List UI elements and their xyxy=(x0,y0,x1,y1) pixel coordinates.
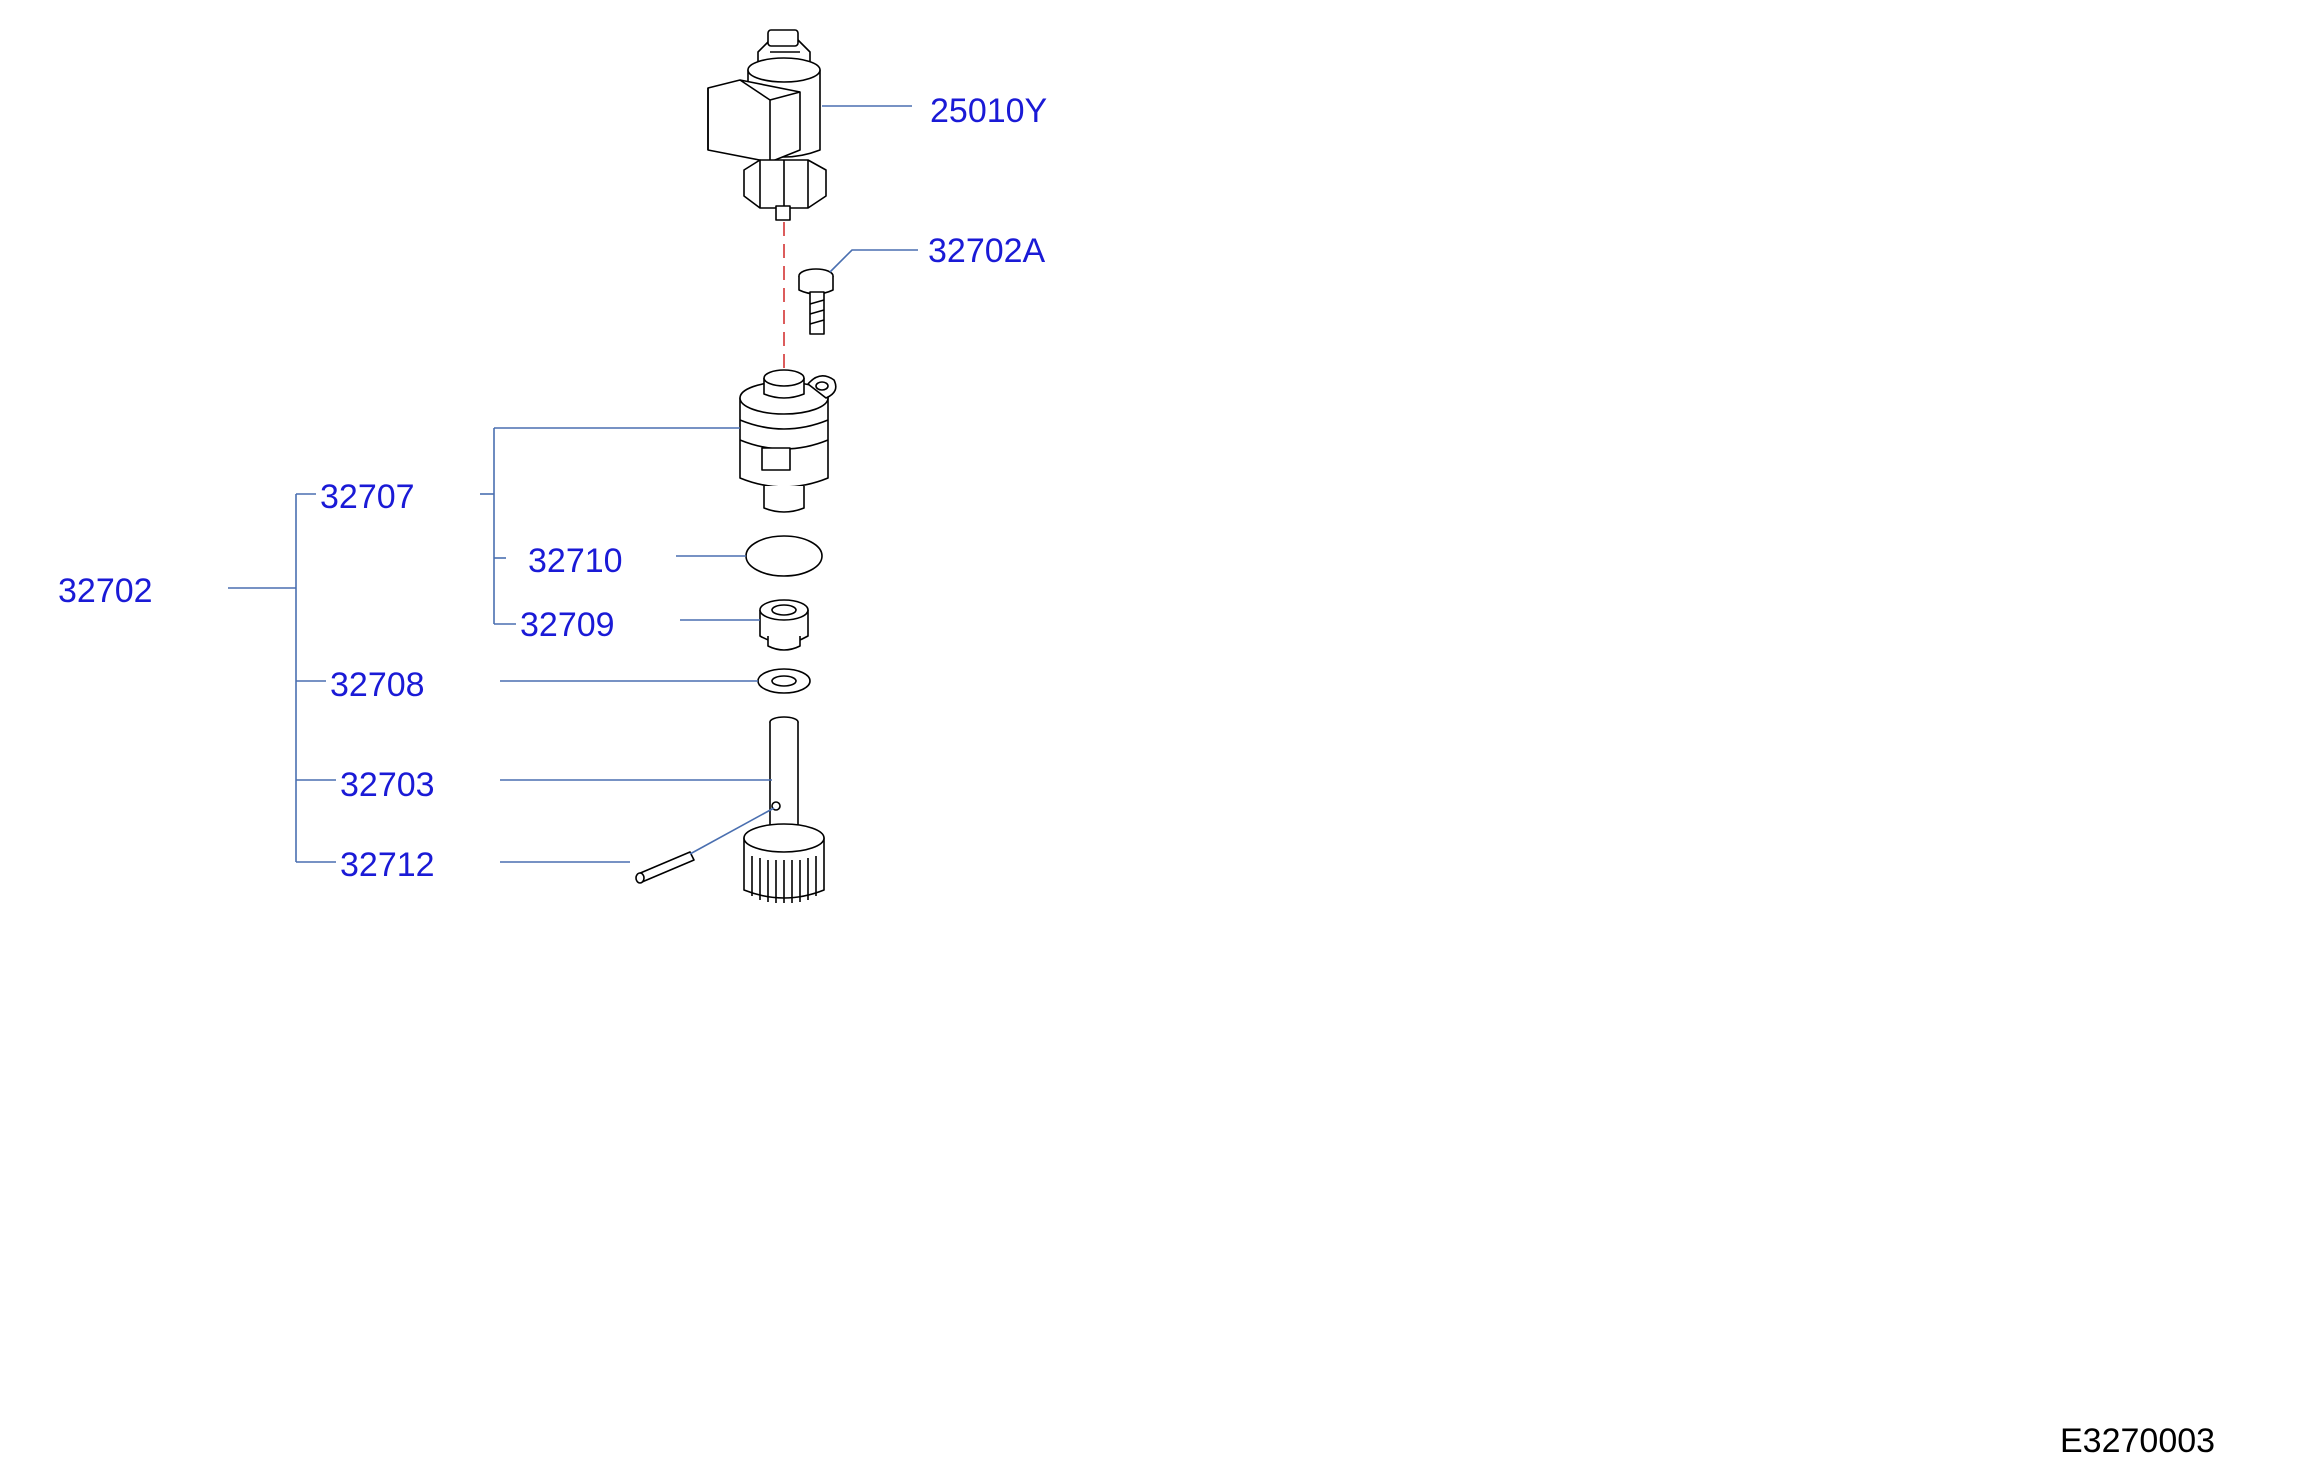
pin-drawing xyxy=(635,851,695,884)
label-32709: 32709 xyxy=(520,606,615,644)
bolt-drawing xyxy=(798,268,834,335)
label-32703: 32703 xyxy=(340,766,435,804)
label-32702a: 32702A xyxy=(928,232,1046,270)
bushing-drawing xyxy=(759,599,809,651)
label-32712: 32712 xyxy=(340,846,435,884)
speed-sensor-drawing xyxy=(707,29,827,221)
label-25010y: 25010Y xyxy=(930,92,1047,130)
leader-lines xyxy=(228,105,918,863)
pinion-gear-drawing xyxy=(743,716,825,903)
label-32710: 32710 xyxy=(528,542,623,580)
housing-drawing xyxy=(739,369,837,513)
label-32702: 32702 xyxy=(58,572,153,610)
washer-drawing xyxy=(757,668,811,694)
label-32708: 32708 xyxy=(330,666,425,704)
o-ring-drawing xyxy=(745,535,823,577)
diagram-reference-code: E3270003 xyxy=(2060,1422,2215,1460)
label-32707: 32707 xyxy=(320,478,415,516)
